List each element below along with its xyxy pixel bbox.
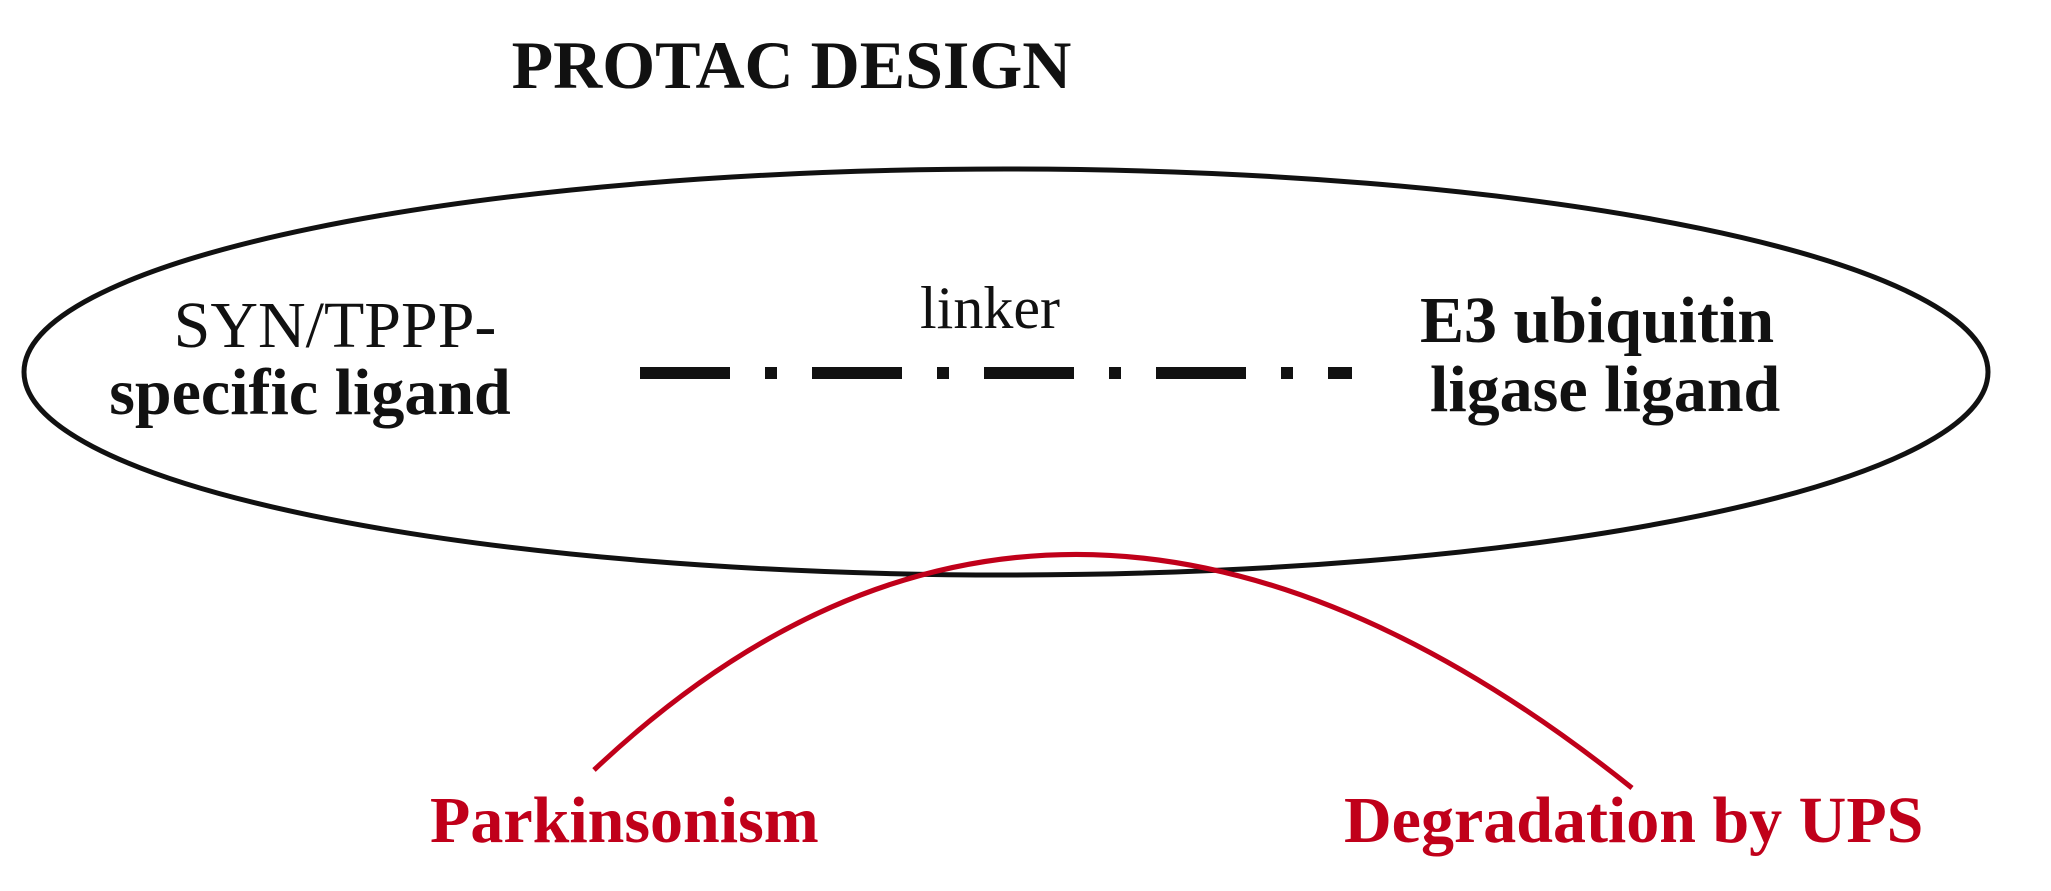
target-ligand-line1: SYN/TPPP- xyxy=(173,289,497,362)
linker-label: linker xyxy=(920,275,1060,341)
parkinsonism-label: Parkinsonism xyxy=(430,784,819,857)
target-ligand-label: SYN/TPPP- specific ligand xyxy=(0,289,560,429)
e3-ligand-label: E3 ubiquitin ligase ligand xyxy=(1380,284,1781,426)
e3-ligand-line1: E3 ubiquitin xyxy=(1420,284,1775,357)
e3-ligand-line2: ligase ligand xyxy=(1430,352,1781,426)
outcome-arc xyxy=(592,552,1634,790)
target-ligand-line2: specific ligand xyxy=(109,355,511,429)
protac-ellipse xyxy=(21,166,1991,578)
diagram-title: PROTAC DESIGN xyxy=(511,27,1072,103)
degradation-label: Degradation by UPS xyxy=(1344,784,1924,857)
